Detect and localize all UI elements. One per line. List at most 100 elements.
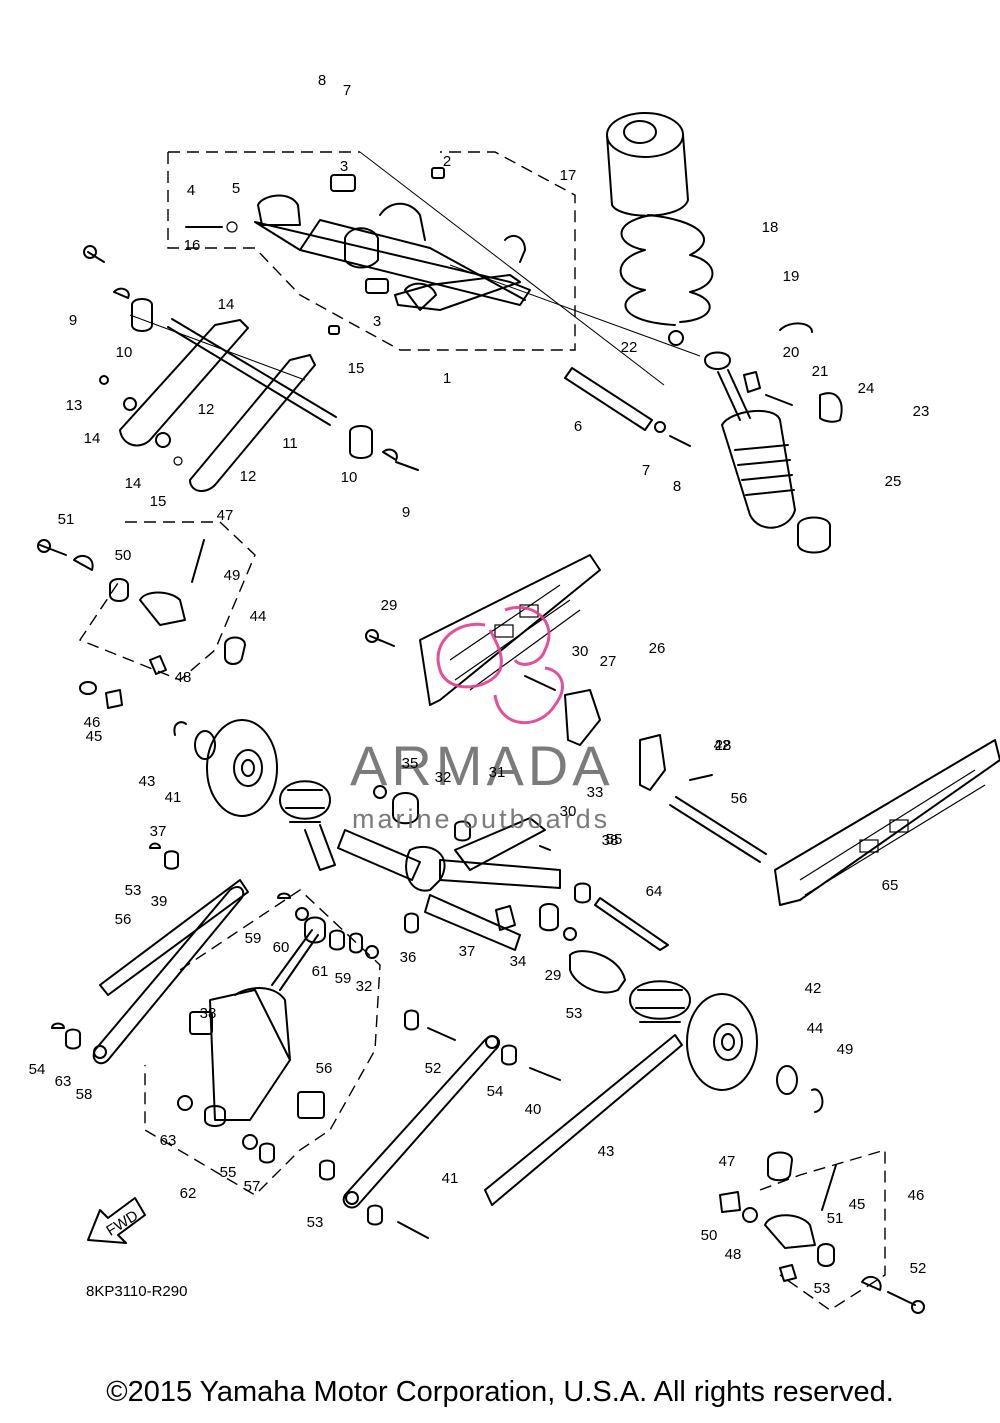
callout-number: 52 xyxy=(910,1260,927,1277)
rear-pivot-arm xyxy=(337,785,669,994)
callout-number: 32 xyxy=(356,978,373,995)
callout-number: 22 xyxy=(621,339,638,356)
callout-number: 28 xyxy=(715,737,732,754)
callout-number: 34 xyxy=(510,953,527,970)
torsion-spring-left xyxy=(279,780,336,871)
callout-number: 35 xyxy=(402,755,419,772)
callout-number: 36 xyxy=(400,949,417,966)
callout-number: 6 xyxy=(574,418,582,435)
callout-number: 44 xyxy=(807,1020,824,1037)
callout-number: 41 xyxy=(442,1170,459,1187)
callout-number: 37 xyxy=(459,943,476,960)
callout-number: 16 xyxy=(184,237,201,254)
callout-number: 23 xyxy=(913,403,930,420)
slide-rail-right xyxy=(774,739,1000,906)
callout-number: 12 xyxy=(198,401,215,418)
callout-number: 25 xyxy=(885,473,902,490)
callout-number: 21 xyxy=(812,363,829,380)
callout-number: 32 xyxy=(435,769,452,786)
callout-number: 9 xyxy=(69,312,77,329)
callout-number: 60 xyxy=(273,939,290,956)
rear-pivot-bracket xyxy=(365,629,767,863)
callout-number: 30 xyxy=(560,803,577,820)
callout-number: 63 xyxy=(160,1132,177,1149)
callout-number: 14 xyxy=(218,296,235,313)
right-idler-bracket-assembly xyxy=(719,1149,925,1314)
callout-number: 12 xyxy=(240,468,257,485)
callout-number: 46 xyxy=(908,1187,925,1204)
callout-number: 48 xyxy=(725,1246,742,1263)
callout-number: 56 xyxy=(316,1060,333,1077)
callout-number: 11 xyxy=(282,435,298,452)
callout-number: 29 xyxy=(545,967,562,984)
left-idler-bracket-assembly xyxy=(37,521,256,709)
callout-number: 50 xyxy=(115,547,132,564)
callout-number: 15 xyxy=(150,493,167,510)
callout-number: 14 xyxy=(125,475,142,492)
callout-number: 20 xyxy=(783,344,800,361)
callout-number: 37 xyxy=(150,823,167,840)
callout-number: 65 xyxy=(882,877,899,894)
drawing-code: 8KP3110-R290 xyxy=(86,1283,188,1300)
callout-number: 53 xyxy=(125,882,142,899)
copyright-notice: ©2015 Yamaha Motor Corporation, U.S.A. A… xyxy=(106,1376,894,1408)
callout-number: 26 xyxy=(649,640,666,657)
watermark-brand: ARMADA xyxy=(350,734,614,797)
slide-rail-left xyxy=(419,554,601,706)
callout-number: 24 xyxy=(858,380,875,397)
callout-number: 14 xyxy=(84,430,101,447)
callout-number: 43 xyxy=(598,1143,615,1160)
callout-number: 5 xyxy=(232,180,240,197)
callout-number: 42 xyxy=(805,980,822,997)
callout-number: 57 xyxy=(244,1178,261,1195)
callout-number: 30 xyxy=(572,643,589,660)
callout-number: 45 xyxy=(86,728,103,745)
callout-number: 3 xyxy=(340,158,348,175)
callout-number: 59 xyxy=(245,930,262,947)
callout-number: 19 xyxy=(783,268,800,285)
armada-watermark: ARMADA marine outboards xyxy=(350,605,614,834)
callout-number: 45 xyxy=(849,1196,866,1213)
upper-arm-assembly xyxy=(167,151,576,351)
callout-number: 38 xyxy=(602,832,619,849)
callout-number: 10 xyxy=(341,469,358,486)
front-arm-tubes xyxy=(83,245,419,492)
callout-number: 53 xyxy=(307,1214,324,1231)
callout-number: 55 xyxy=(606,831,623,848)
callout-number: 54 xyxy=(487,1083,504,1100)
callout-number: 53 xyxy=(814,1280,831,1297)
callout-number: 39 xyxy=(151,893,168,910)
callout-number: 42 xyxy=(714,737,731,754)
callout-number: 17 xyxy=(560,167,577,184)
watermark-logo-icon xyxy=(436,605,564,725)
linkage-rods xyxy=(92,879,683,1209)
rear-shock-absorber xyxy=(606,112,843,554)
callout-number: 13 xyxy=(66,397,83,414)
callout-number: 10 xyxy=(116,344,133,361)
callout-number: 38 xyxy=(200,1005,217,1022)
callout-number: 47 xyxy=(217,507,234,524)
callout-number: 55 xyxy=(220,1164,237,1181)
callout-number: 64 xyxy=(646,883,663,900)
callout-number: 51 xyxy=(58,511,75,528)
callout-number: 3 xyxy=(373,313,381,330)
callout-number: 41 xyxy=(165,789,182,806)
callout-number: 49 xyxy=(224,567,241,584)
shaft-6 xyxy=(359,151,701,447)
callout-number: 15 xyxy=(348,360,365,377)
right-idler-wheel xyxy=(686,993,824,1113)
callout-number: 51 xyxy=(827,1210,844,1227)
callout-number: 7 xyxy=(642,462,650,479)
callout-number: 43 xyxy=(139,773,156,790)
callout-number: 8 xyxy=(318,72,326,89)
callout-number: 9 xyxy=(402,504,410,521)
callout-number: 44 xyxy=(250,608,267,625)
callout-number: 62 xyxy=(180,1185,197,1202)
front-shock-absorber xyxy=(144,889,381,1196)
callout-number: 33 xyxy=(587,784,604,801)
callout-number: 48 xyxy=(175,669,192,686)
forward-arrow-icon: FWD xyxy=(87,1197,146,1244)
bottom-hardware xyxy=(51,842,561,1239)
callout-number: 61 xyxy=(312,963,329,980)
